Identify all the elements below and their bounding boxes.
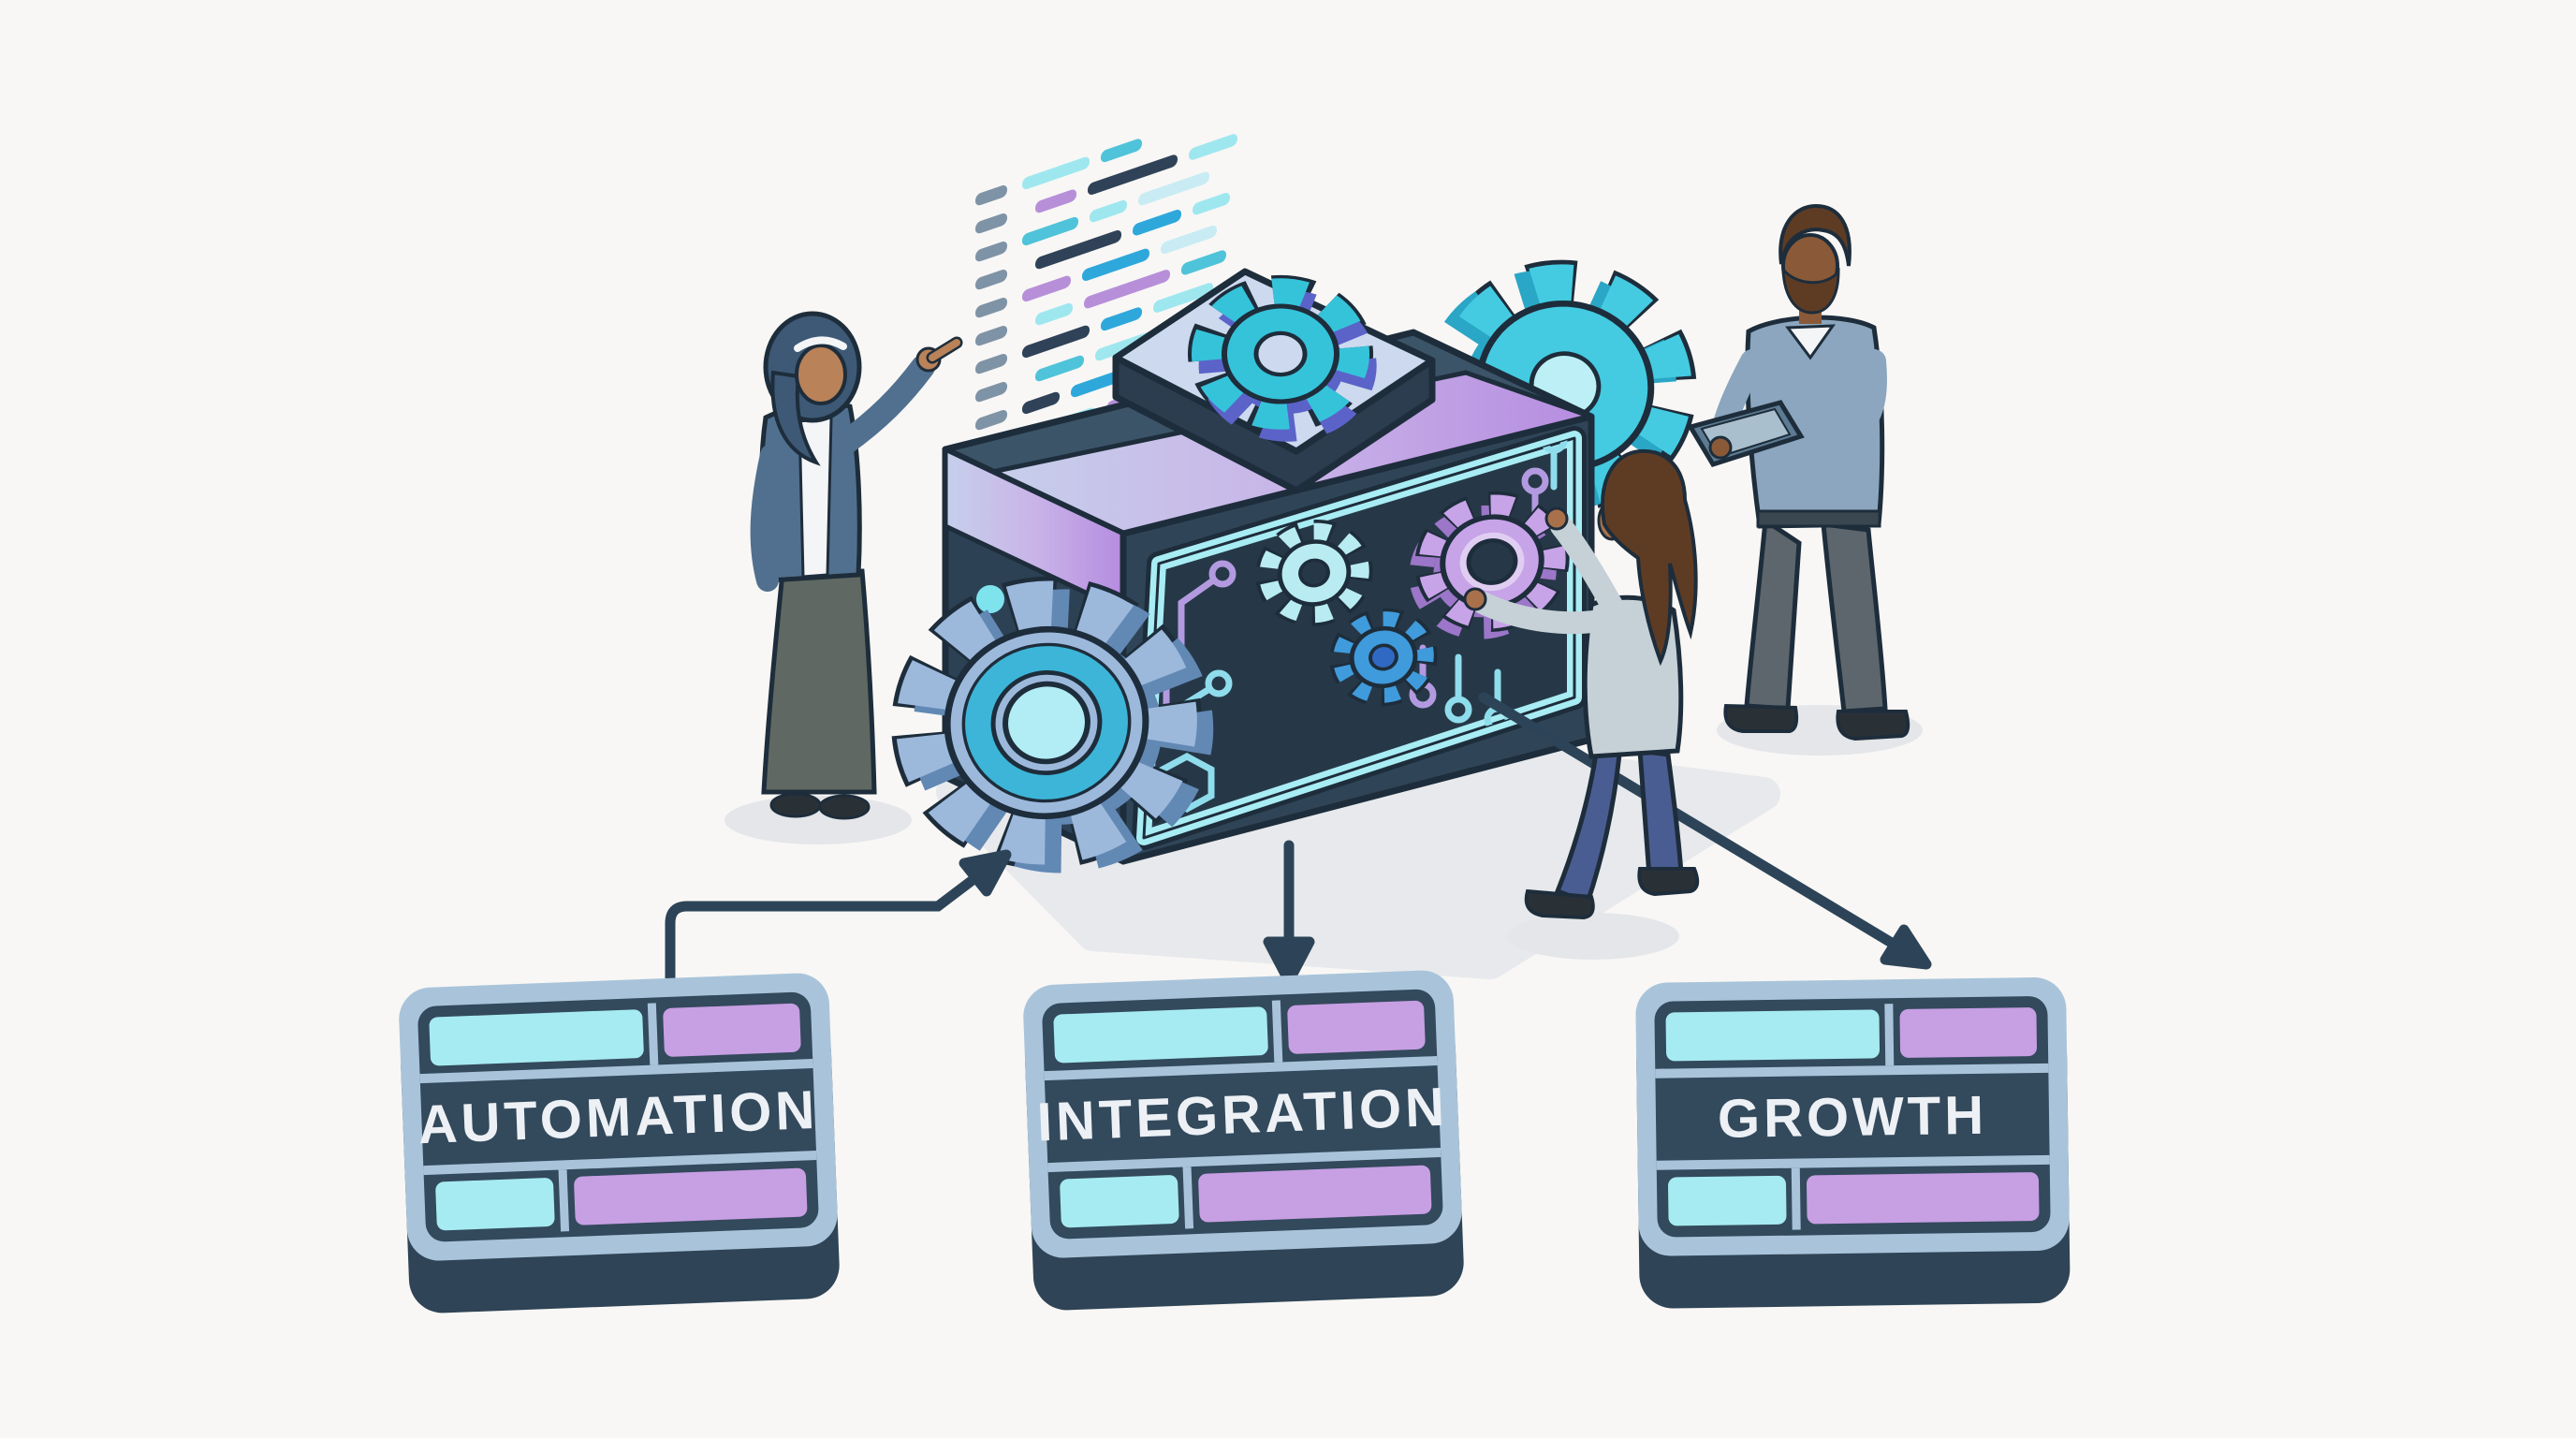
bar-cyan [1053, 1006, 1268, 1064]
flow-arrows [665, 692, 1932, 987]
machine-cap [1112, 268, 1436, 494]
person-hijab-woman [724, 311, 963, 844]
hair [1601, 448, 1698, 667]
bar-purple [1899, 1007, 2038, 1058]
person-man-tablet [1687, 203, 1923, 756]
bar-purple [663, 1003, 801, 1057]
collar [1785, 324, 1836, 360]
panel-gear-pale-icon [1255, 520, 1373, 626]
arrow-machine-to-growth [1478, 692, 1932, 970]
hair [1778, 203, 1852, 267]
bar-purple [1287, 1000, 1426, 1054]
cap-gear-icon [1188, 274, 1377, 442]
bar-cyan [1060, 1175, 1179, 1228]
arrow-automation-to-machine [665, 849, 1012, 985]
card-automation: AUTOMATION [399, 973, 840, 1313]
bar-purple [1198, 1165, 1432, 1223]
card-label-growth: GROWTH [1717, 1085, 1987, 1150]
bar-cyan [1668, 1175, 1787, 1226]
bar-cyan [435, 1178, 555, 1231]
card-integration: INTEGRATION [1023, 970, 1464, 1311]
arrow-machine-to-integration [1263, 840, 1315, 987]
face [795, 344, 847, 405]
person-woman-gear [1463, 448, 1700, 960]
bar-purple [1807, 1172, 2040, 1225]
pointing-arm [832, 355, 935, 456]
bar-cyan [1665, 1009, 1881, 1062]
person-shadow [1507, 913, 1679, 960]
beard [1781, 265, 1840, 315]
big-steel-gear-icon [891, 576, 1214, 873]
card-growth: GROWTH [1635, 977, 2071, 1309]
bar-cyan [429, 1009, 644, 1066]
bar-purple [574, 1167, 808, 1225]
skirt [761, 568, 877, 795]
